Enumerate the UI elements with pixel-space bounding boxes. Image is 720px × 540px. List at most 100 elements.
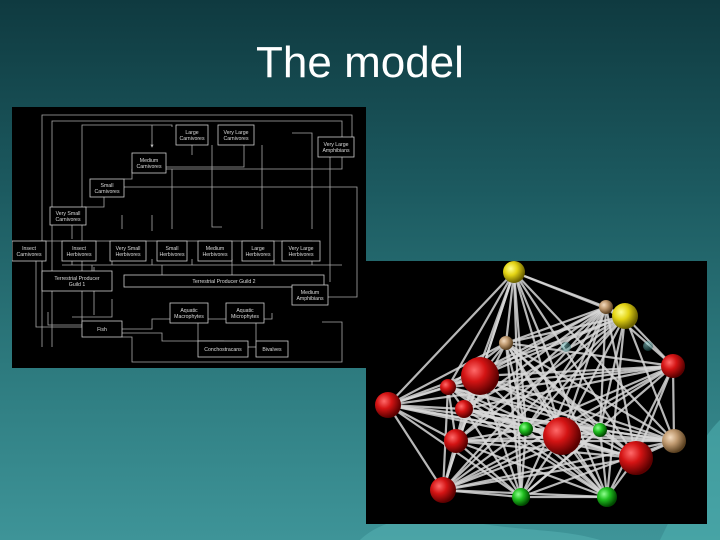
food-web-node-label: Amphibians xyxy=(296,296,324,302)
network-edge xyxy=(446,385,564,438)
network-edge xyxy=(605,364,675,499)
network-edge xyxy=(446,385,676,443)
food-web-node-label: Terrestrial Producer xyxy=(54,276,100,282)
network-node-yellow xyxy=(503,261,525,283)
slide-title: The model xyxy=(256,38,464,87)
food-web-node-label: Large xyxy=(251,246,264,252)
network-edge xyxy=(386,341,508,407)
network-edge xyxy=(386,403,445,492)
food-web-node-label: Carnivores xyxy=(16,252,41,258)
network-edge xyxy=(604,305,638,460)
food-web-node-label: Herbivores xyxy=(66,252,91,258)
network-edge xyxy=(462,407,528,431)
food-web-node-label: Small xyxy=(101,183,114,189)
network-edge xyxy=(504,270,516,345)
network-node-green xyxy=(519,422,533,436)
food-web-node-label: Fish xyxy=(97,327,107,333)
food-web-node-label: Small xyxy=(166,246,179,252)
food-web-node-label: Bivalves xyxy=(262,347,282,353)
network-node-red xyxy=(543,417,581,455)
network-edge xyxy=(519,305,608,499)
network-edge xyxy=(519,427,528,499)
food-web-node-label: Herbivores xyxy=(202,252,227,258)
network-node-cyan xyxy=(643,341,653,351)
food-web-node-label: Very Small xyxy=(56,211,81,217)
network-edge xyxy=(671,364,676,443)
food-web-node-label: Aquatic xyxy=(236,308,254,314)
network-edge xyxy=(504,341,676,443)
food-web-node-label: Insect xyxy=(22,246,36,252)
network-node-red xyxy=(444,429,468,453)
network-edge xyxy=(462,407,609,499)
network-node-green xyxy=(512,488,530,506)
network-edge xyxy=(504,341,675,368)
network-edge xyxy=(441,314,627,492)
network-node-red xyxy=(430,477,456,503)
network-edge xyxy=(441,434,564,492)
food-web-node-label: Very Large xyxy=(223,130,248,136)
network-edge xyxy=(598,428,609,499)
network-node-yellow xyxy=(612,303,638,329)
food-web-node-label: Herbivores xyxy=(159,252,184,258)
food-web-node-label: Very Large xyxy=(288,246,313,252)
food-web-node-fish: Fish xyxy=(81,320,123,338)
network-node-tan xyxy=(662,429,686,453)
network-edge xyxy=(478,364,675,378)
food-web-node-label: Microphytes xyxy=(231,314,259,320)
food-web-node-label: Large xyxy=(185,130,198,136)
network-edge xyxy=(504,305,608,345)
network-edge xyxy=(454,439,609,499)
network-edge xyxy=(386,270,516,407)
food-web-node-label: Carnivores xyxy=(223,136,248,142)
food-web-node-label: Herbivores xyxy=(288,252,313,258)
food-web-node-label: Insect xyxy=(72,246,86,252)
network-edge xyxy=(519,428,602,499)
network-edge xyxy=(598,428,676,443)
food-web-node-label: Carnivores xyxy=(55,217,80,223)
food-web-node-terrestrial-producer-guild-2: Terrestrial Producer Guild 2 xyxy=(123,274,325,288)
food-web-node-label: Amphibians xyxy=(322,148,350,154)
food-web-connectors xyxy=(29,114,358,363)
food-web-node-label: Medium xyxy=(140,158,158,164)
food-web-node-label: Conchostracans xyxy=(204,347,242,353)
food-web-node-label: Carnivores xyxy=(94,189,119,195)
food-web-node-label: Medium xyxy=(301,290,319,296)
food-web-node-label: Very Small xyxy=(116,246,141,252)
food-web-node-conchostracans: Conchostracans xyxy=(197,340,249,358)
food-web-node-label: Medium xyxy=(206,246,224,252)
food-web-node-label: Aquatic xyxy=(180,308,198,314)
network-edge xyxy=(598,314,627,432)
network-node-red xyxy=(461,357,499,395)
network-edge xyxy=(524,364,675,431)
network-edge xyxy=(598,305,608,432)
network-edge xyxy=(478,374,602,432)
network-edge xyxy=(441,427,528,492)
network-node-cyan xyxy=(561,342,571,352)
food-web-node-label: Carnivores xyxy=(136,164,161,170)
network-edge xyxy=(512,270,676,443)
food-web-node-label: Guild 1 xyxy=(69,282,86,288)
network-nodes xyxy=(375,261,686,507)
network-edge xyxy=(512,270,608,309)
network-node-red xyxy=(455,400,473,418)
network-node-green xyxy=(597,487,617,507)
network-edge xyxy=(524,427,609,499)
network-edge xyxy=(386,364,675,407)
network-edge xyxy=(454,439,523,499)
